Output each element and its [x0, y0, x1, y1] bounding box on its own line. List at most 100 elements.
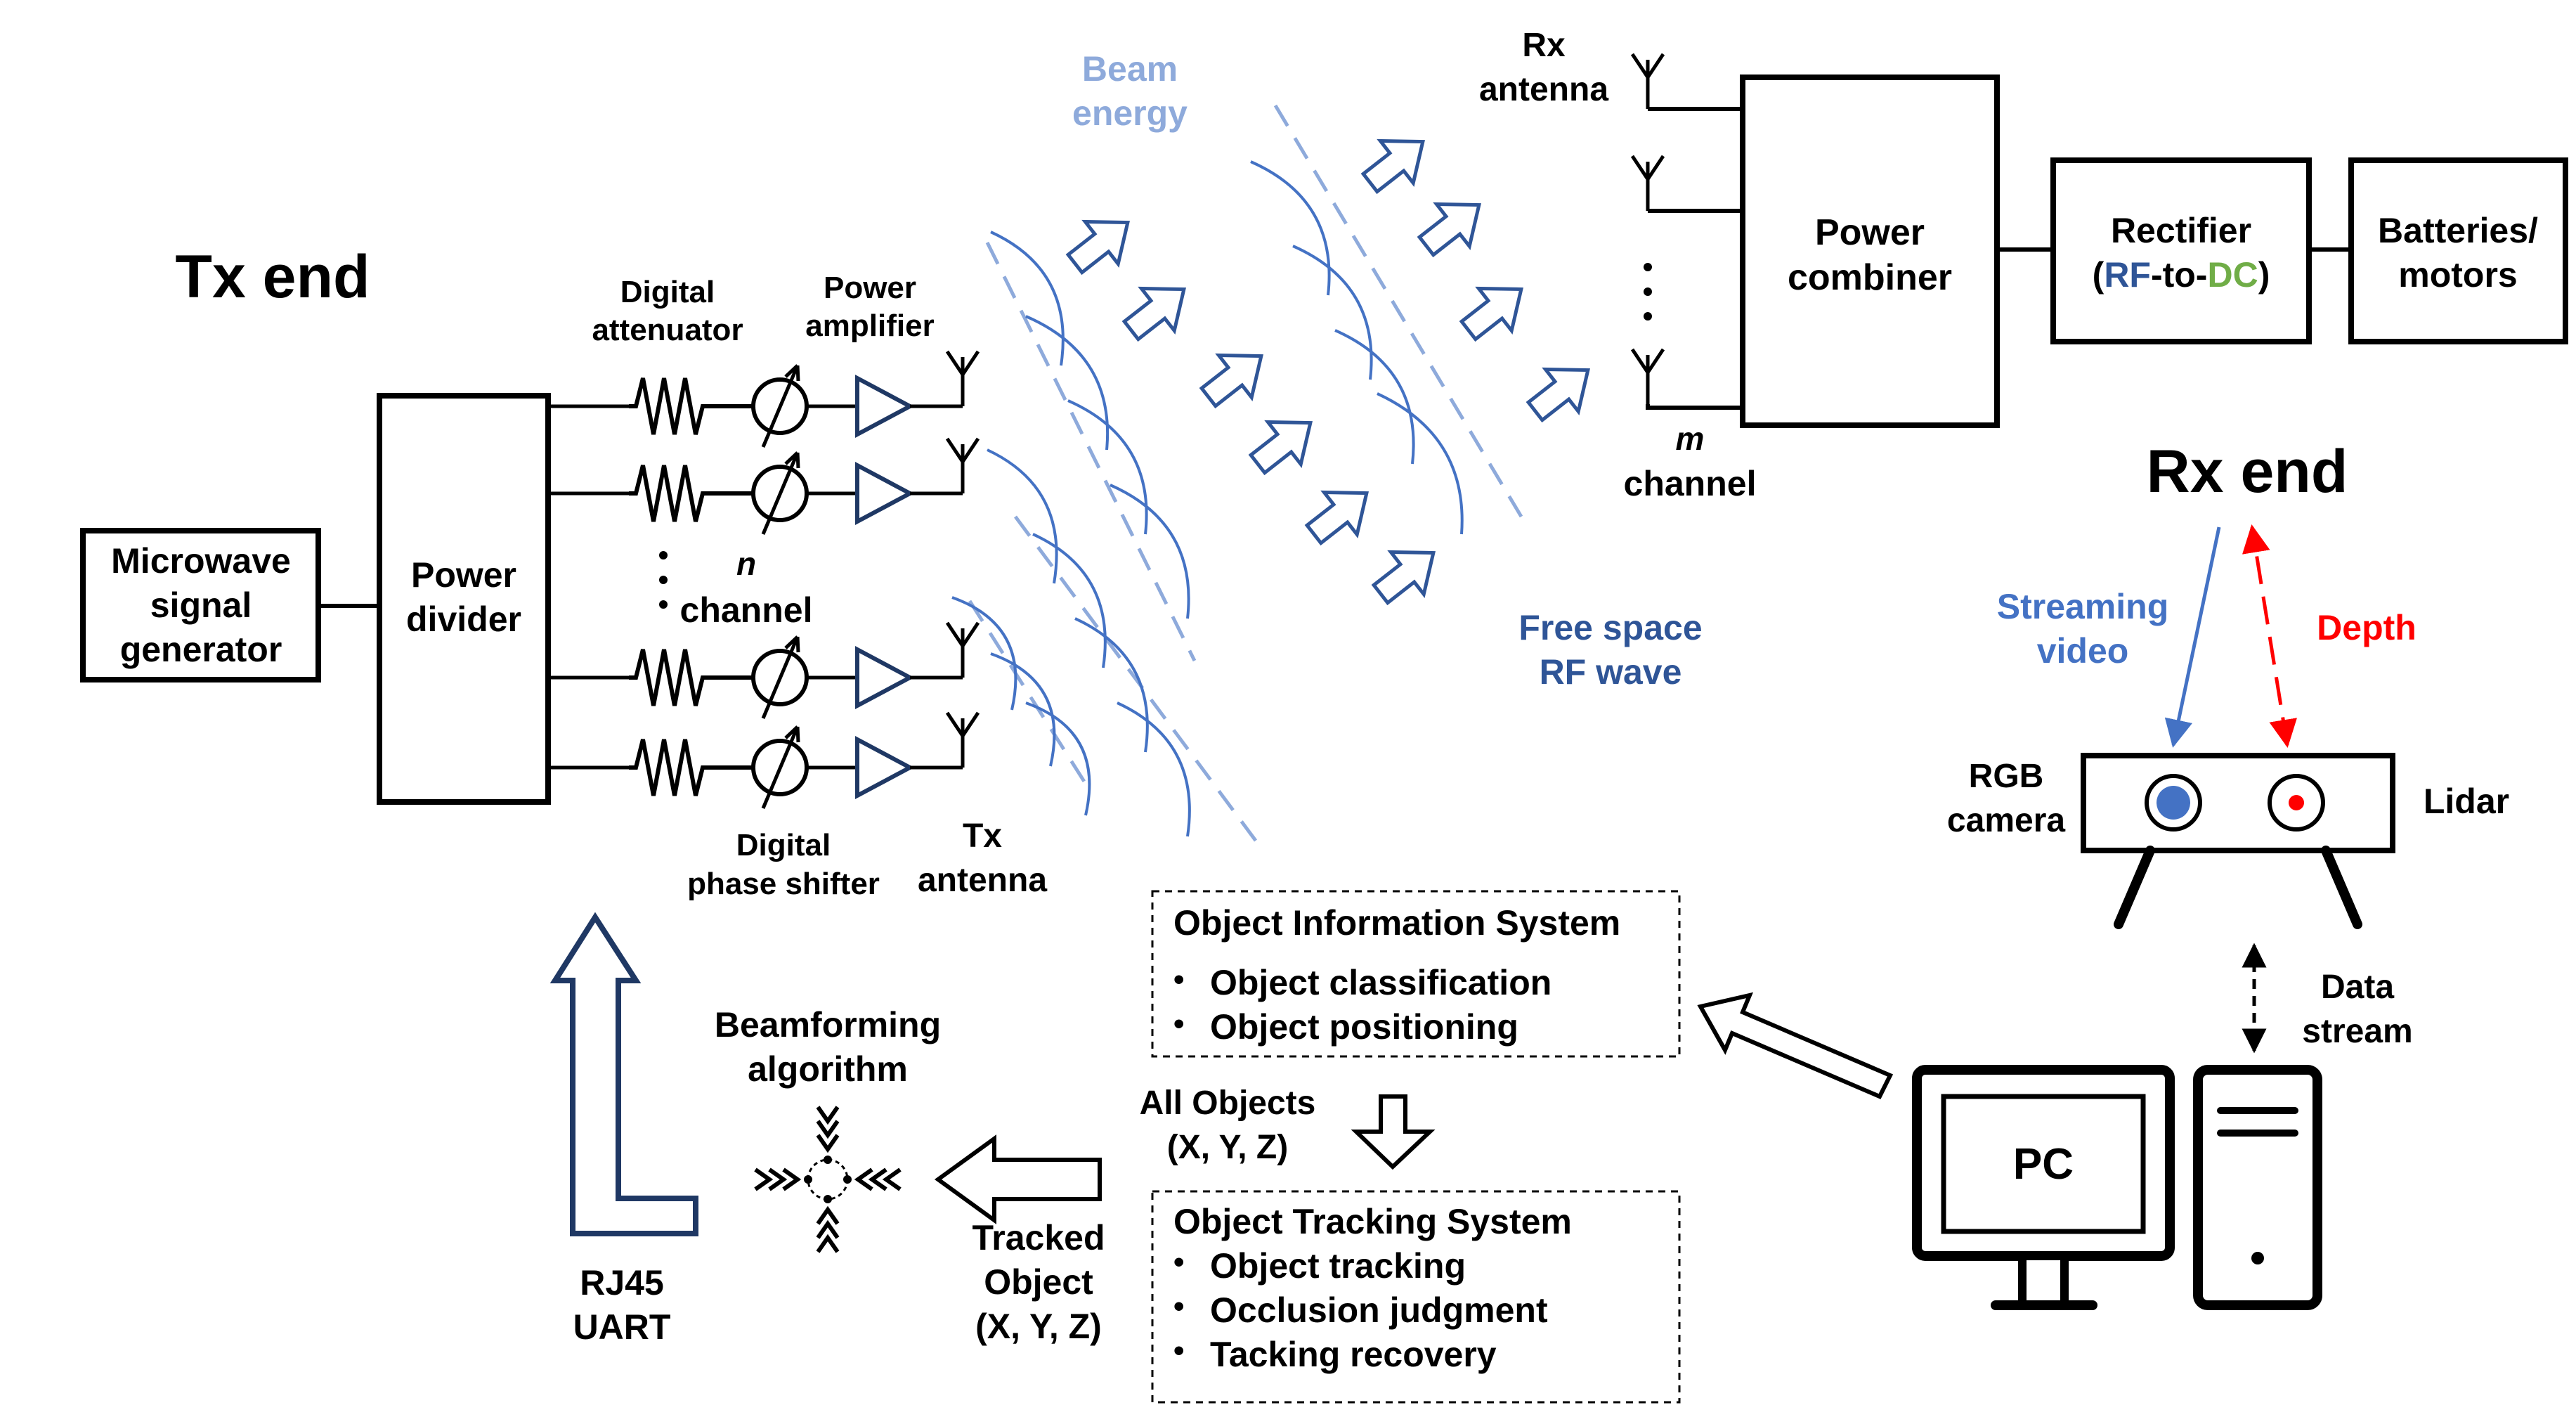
- streaming-video-label-1: Streaming: [1997, 587, 2169, 626]
- rf-to-dc-label: (RF-to-DC): [2093, 255, 2270, 295]
- attenuator-icon: [629, 649, 752, 706]
- phase-shifter-label-2: phase shifter: [687, 867, 880, 901]
- beamforming-label-1: Beamforming: [715, 1005, 941, 1044]
- batteries-box: [2348, 157, 2568, 344]
- combiner-label-1: Power: [1815, 212, 1925, 253]
- beam-energy-label-1: Beam: [1082, 49, 1178, 89]
- digital-attenuator-label-1: Digital: [620, 275, 715, 309]
- wave-arc-1: [990, 231, 1065, 366]
- power-combiner-box: [1740, 75, 2000, 428]
- attenuator-icon: [629, 465, 752, 522]
- propagation-arrow-8: [1410, 184, 1496, 267]
- propagation-arrow-3: [1192, 335, 1278, 418]
- propagation-arrow-5: [1298, 472, 1384, 555]
- object-tracking-item-1: Object tracking: [1210, 1246, 1466, 1286]
- propagation-arrow-1: [1059, 202, 1145, 285]
- beamforming-label-2: algorithm: [748, 1049, 908, 1089]
- sensor-body: [2081, 753, 2395, 853]
- all-objects-label-2: (X, Y, Z): [1167, 1129, 1288, 1166]
- wave-arc-11: [1025, 701, 1091, 816]
- svg-text:•: •: [1173, 962, 1184, 997]
- tx-antenna-icon: [947, 439, 978, 493]
- wave-arc-5: [987, 448, 1058, 584]
- tracked-object-label-1: Tracked: [972, 1218, 1105, 1257]
- wave-arc-3: [1067, 399, 1148, 535]
- propagation-arrow-4: [1242, 402, 1327, 485]
- wave-arc-7: [1074, 617, 1149, 753]
- generator-label-3: generator: [120, 630, 282, 669]
- object-info-item-1: Object classification: [1210, 963, 1552, 1002]
- object-tracking-item-3: Tacking recovery: [1210, 1335, 1497, 1374]
- beam-waves: [951, 104, 1604, 845]
- object-info-item-2: Object positioning: [1210, 1007, 1518, 1047]
- wave-arc-2: [1025, 315, 1110, 451]
- wavefront-line-3: [968, 600, 1088, 785]
- rx-antenna-label-2: antenna: [1479, 71, 1608, 108]
- tx-antenna-icon: [947, 351, 978, 406]
- svg-text:•: •: [1173, 1289, 1184, 1324]
- generator-label-2: signal: [150, 585, 252, 625]
- all-objects-label-1: All Objects: [1140, 1085, 1316, 1122]
- data-stream-label-1: Data: [2321, 969, 2394, 1006]
- rj45-uart-arrow: [549, 912, 698, 1236]
- rgb-camera-label-2: camera: [1947, 802, 2065, 839]
- tracked-object-arrow: [934, 1134, 1102, 1224]
- propagation-arrow-9: [1452, 268, 1538, 351]
- phase-shifter-label-1: Digital: [736, 828, 831, 862]
- tx-antenna-icon: [947, 713, 978, 768]
- object-tracking-title: Object Tracking System: [1173, 1202, 1572, 1241]
- wavefront-line-1: [985, 241, 1197, 662]
- free-space-label-2: RF wave: [1540, 652, 1682, 692]
- rectifier-box: [2050, 157, 2312, 344]
- wave-arc-13: [1292, 245, 1373, 380]
- svg-text:•: •: [1173, 1333, 1184, 1368]
- svg-text:•: •: [1173, 1245, 1184, 1279]
- rj45-label-1: RJ45: [580, 1263, 664, 1302]
- amplifier-icon: [855, 646, 915, 709]
- wave-arc-12: [1250, 160, 1331, 296]
- wave-arc-15: [1377, 392, 1464, 535]
- wave-arc-4: [1110, 484, 1190, 619]
- data-stream-label-2: stream: [2302, 1013, 2412, 1050]
- streaming-video-arrow: [2164, 526, 2221, 748]
- object-tracking-box: [1151, 1190, 1681, 1404]
- wave-arc-10: [990, 652, 1056, 767]
- rectifier-label: Rectifier: [2111, 211, 2251, 250]
- n-channel-label: channel: [680, 590, 813, 630]
- batteries-label-2: motors: [2398, 255, 2517, 295]
- tx-channel-4: [548, 713, 978, 809]
- streaming-video-label-2: video: [2037, 631, 2129, 671]
- object-info-box: [1151, 890, 1681, 1058]
- svg-text:•: •: [1173, 1007, 1184, 1041]
- attenuator-icon: [629, 739, 752, 796]
- propagation-arrow-6: [1365, 532, 1450, 615]
- object-info-title: Object Information System: [1173, 903, 1620, 943]
- power-amplifier-label-2: amplifier: [805, 309, 934, 343]
- amplifier-icon: [855, 375, 915, 438]
- rj45-label-2: UART: [573, 1307, 671, 1347]
- amplifier-icon: [855, 462, 915, 525]
- rgb-camera-label-1: RGB: [1969, 758, 2044, 795]
- power-divider-box: [377, 393, 551, 805]
- free-space-label-1: Free space: [1518, 608, 1702, 647]
- tx-antenna-icon: [947, 623, 978, 678]
- tracked-object-label-3: (X, Y, Z): [975, 1307, 1102, 1346]
- wave-arc-8: [1117, 701, 1191, 837]
- pc-icon: [1912, 1065, 2322, 1310]
- batteries-label-1: Batteries/: [2378, 211, 2538, 250]
- wavefront-line-2: [1013, 515, 1260, 845]
- tx-end-title: Tx end: [175, 243, 370, 311]
- microwave-generator-box: [80, 528, 321, 682]
- rx-antenna-2: [1632, 156, 1663, 211]
- combiner-label-2: combiner: [1788, 257, 1952, 298]
- propagation-arrow-7: [1354, 121, 1440, 204]
- tx-channel-1: [548, 351, 978, 448]
- tracked-object-label-2: Object: [984, 1262, 1093, 1302]
- depth-label: Depth: [2317, 608, 2416, 647]
- object-tracking-item-2: Occlusion judgment: [1210, 1290, 1548, 1330]
- beamforming-icon: [754, 1106, 902, 1253]
- beam-energy-label-2: energy: [1072, 93, 1188, 133]
- wave-arc-9: [951, 596, 1017, 711]
